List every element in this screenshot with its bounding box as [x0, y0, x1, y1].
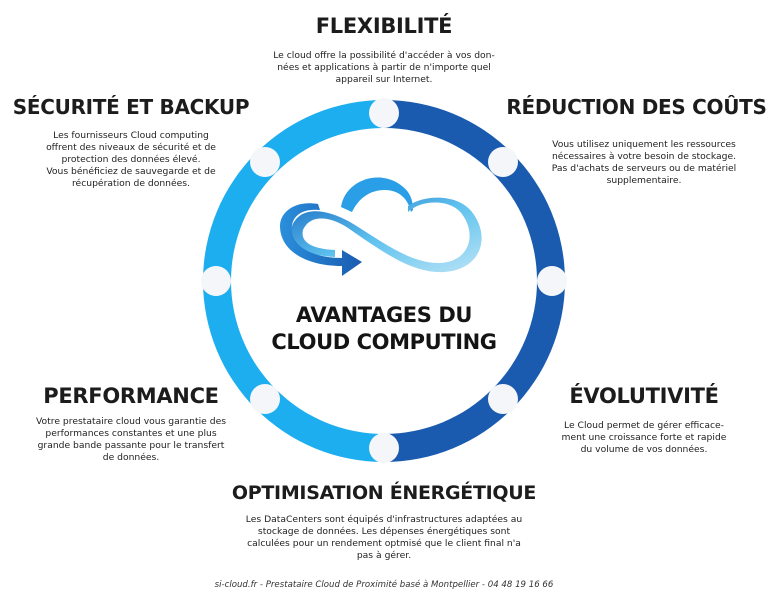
- securite-description: Les fournisseurs Cloud computing offrent…: [46, 130, 216, 189]
- dot-top: [369, 98, 399, 128]
- dot-bottom-left: [250, 384, 280, 414]
- securite-title: SÉCURITÉ ET BACKUP: [12, 95, 250, 119]
- cloud-infinity-icon: [280, 177, 482, 276]
- center-title: AVANTAGES DU CLOUD COMPUTING: [234, 302, 534, 356]
- dot-top-right: [488, 147, 518, 177]
- evolutivite-description: Le Cloud permet de gérer efficace- ment …: [561, 420, 727, 455]
- dot-right: [537, 266, 567, 296]
- dot-left: [201, 266, 231, 296]
- center-title-line-2: CLOUD COMPUTING: [271, 330, 497, 354]
- ring-dots: [201, 98, 567, 463]
- center-title-line-1: AVANTAGES DU: [295, 303, 473, 327]
- evolutivite-title: ÉVOLUTIVITÉ: [569, 384, 719, 408]
- optimisation-title: OPTIMISATION ÉNERGÉTIQUE: [231, 482, 537, 504]
- dot-bottom: [369, 433, 399, 463]
- performance-title: PERFORMANCE: [43, 384, 219, 408]
- footer-contact: si-cloud.fr - Prestataire Cloud de Proxi…: [214, 580, 554, 590]
- optimisation-description: Les DataCenters sont équipés d'infrastru…: [245, 514, 523, 561]
- reduction-description: Vous utilisez uniquement les ressources …: [551, 139, 737, 186]
- dot-top-left: [250, 147, 280, 177]
- performance-description: Votre prestataire cloud vous garantie de…: [35, 416, 227, 463]
- flexibilite-description: Le cloud offre la possibilité d'accéder …: [273, 50, 495, 85]
- dot-bottom-right: [488, 384, 518, 414]
- flexibilite-title: FLEXIBILITÉ: [315, 14, 453, 38]
- ring-right-half: [384, 100, 565, 462]
- ring-left-half: [203, 100, 384, 462]
- reduction-title: RÉDUCTION DES COÛTS: [506, 95, 767, 119]
